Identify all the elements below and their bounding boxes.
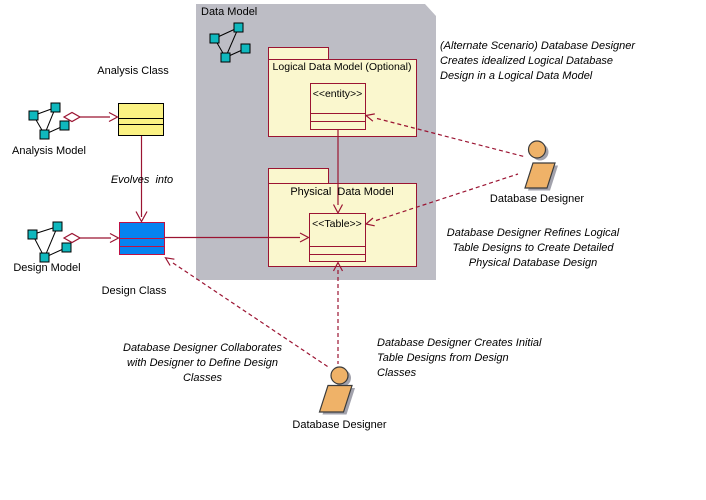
database-designer-actor-right[interactable] [524,140,558,191]
table-class-box[interactable] [309,213,366,262]
database-designer-right-label: Database Designer [489,193,585,205]
compartment-divider [119,124,163,125]
analysis-class-label: Analysis Class [97,65,169,77]
bottom-designer-to-table-dashed-arrow[interactable] [332,261,344,365]
data-model-icon[interactable] [209,22,251,63]
design-model-icon[interactable] [27,221,72,263]
analysis-model-label: Analysis Model [12,145,86,157]
design-class-box[interactable] [119,222,165,255]
analysis-model-icon[interactable] [28,102,70,140]
evolves-into-label: Evolves into [110,174,174,186]
designer-to-entity-dashed-arrow[interactable] [364,113,525,158]
compartment-divider [120,238,164,239]
analysis-model-aggregation-arrow[interactable] [62,111,119,123]
refines-annotation: Database Designer Refines Logical Table … [446,227,620,269]
logical-folder-label: Logical Data Model (Optional) [272,61,412,73]
design-class-to-table-arrow[interactable] [165,232,310,243]
alt-scenario-annotation: (Alternate Scenario) Database Designer C… [440,40,636,82]
compartment-divider [310,254,365,255]
analysis-class-box[interactable] [118,103,164,136]
entity-to-table-arrow[interactable] [332,130,344,215]
compartment-divider [120,246,164,247]
database-designer-bottom-label: Database Designer [292,419,387,431]
database-designer-actor-bottom[interactable] [318,366,356,415]
compartment-divider [119,118,163,119]
entity-class-box[interactable] [310,83,366,130]
entity-stereotype-label: <<entity>> [312,88,363,100]
design-class-label: Design Class [101,285,167,297]
bottom-designer-to-design-class-dashed-arrow[interactable] [164,257,330,368]
compartment-divider [311,121,365,122]
physical-folder-label: Physical Data Model [290,186,394,198]
compartment-divider [310,246,365,247]
design-model-label: Design Model [13,262,81,274]
designer-to-table-dashed-arrow[interactable] [364,173,519,227]
creates-initial-annotation: Database Designer Creates Initial Table … [377,337,542,379]
design-model-aggregation-arrow[interactable] [62,232,120,244]
data-model-package-label: Data Model [201,6,258,18]
collaborates-annotation: Database Designer Collaborates with Desi… [123,342,282,384]
evolves-into-arrow[interactable] [135,136,148,223]
compartment-divider [311,113,365,114]
table-stereotype-label: <<Table>> [312,218,362,230]
